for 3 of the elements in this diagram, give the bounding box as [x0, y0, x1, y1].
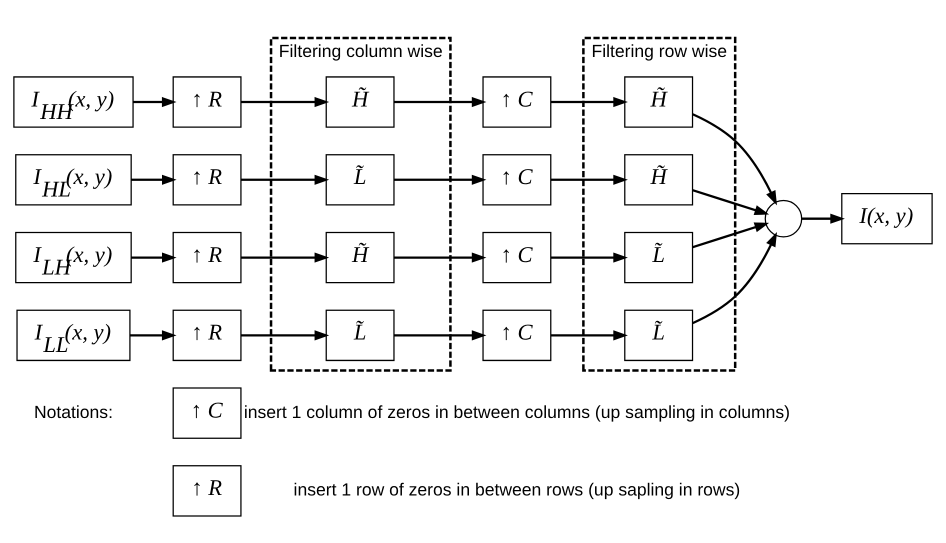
- label: Notations:: [34, 401, 113, 422]
- node-label: insert 1 column of zeros in between columns (up sampling in columns): [244, 401, 790, 422]
- node-label: insert 1 row of zeros in between rows (up sapling in rows): [294, 479, 740, 500]
